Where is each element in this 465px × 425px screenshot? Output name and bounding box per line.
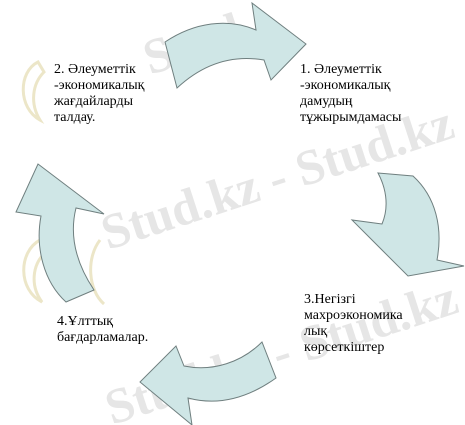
arrow-bottom [139,341,277,425]
cycle-arrows [15,1,465,425]
arrow-left [15,163,105,303]
watermark-logo-icon [21,60,106,306]
step-3-label: 3.Негізгі махроэкономика лық көрсеткіште… [304,292,403,355]
step-1-label: 1. Әлеуметтік -экономикалық дамудың тұжы… [300,62,402,125]
step-2-label: 2. Әлеуметтік -экономикалық жағдайларды … [54,62,145,125]
step-4-label: 4.Ұлттық бағдарламалар. [57,314,149,345]
arrow-top [164,1,307,89]
arrow-right [350,172,465,277]
